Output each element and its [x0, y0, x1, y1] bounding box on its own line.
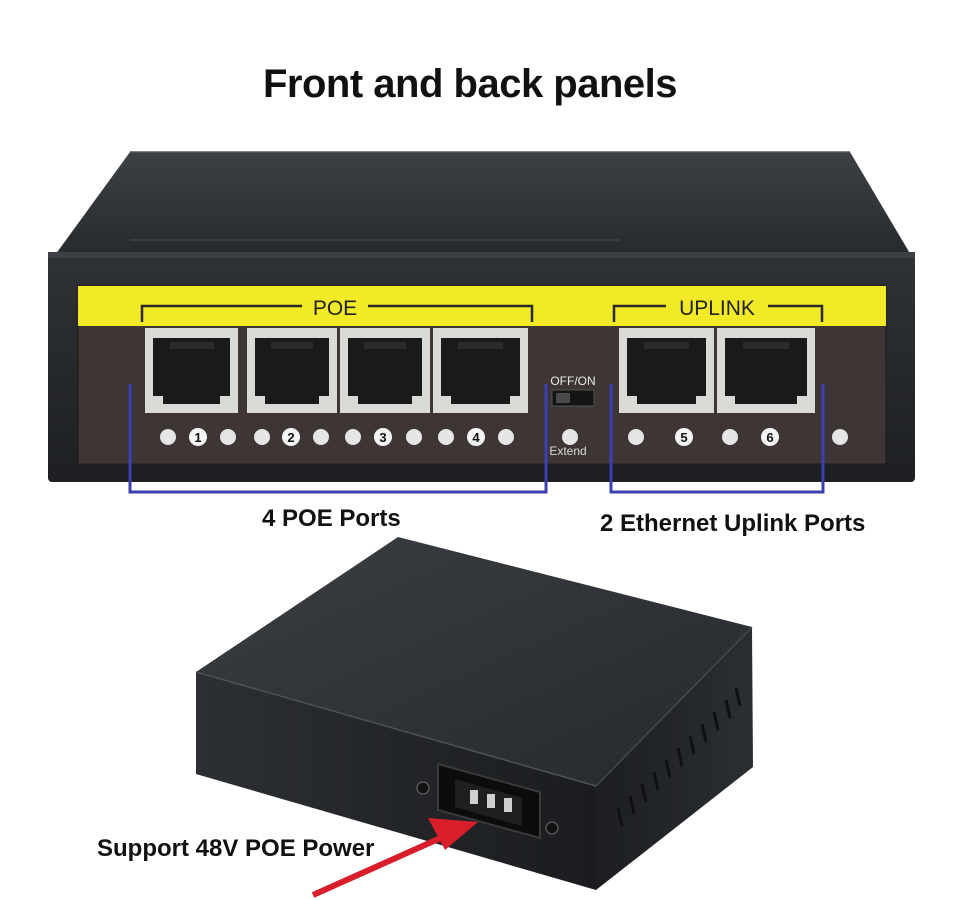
svg-text:3: 3 — [379, 430, 386, 445]
rj45-port — [433, 328, 528, 413]
svg-text:1: 1 — [194, 430, 201, 445]
port-number-badge: 1 — [189, 428, 207, 446]
svg-text:2: 2 — [287, 430, 294, 445]
rj45-port — [340, 328, 430, 413]
extend-label: Extend — [549, 444, 586, 458]
port-number-badge: 3 — [374, 428, 392, 446]
port-number-badge: 4 — [467, 428, 485, 446]
arrow-icon — [311, 818, 478, 898]
power-caption: Support 48V POE Power — [97, 835, 375, 862]
status-led-row — [160, 429, 848, 445]
page-title: Front and back panels — [262, 62, 678, 106]
rj45-port — [717, 328, 815, 413]
rj45-port — [247, 328, 337, 413]
screw — [416, 781, 430, 795]
svg-text:4: 4 — [472, 430, 480, 445]
rj45-port — [619, 328, 714, 413]
port-number-badge: 2 — [282, 428, 300, 446]
poe-ports-bracket — [128, 384, 548, 494]
switch-label: OFF/ON — [550, 374, 595, 388]
vent-slots — [616, 687, 742, 827]
svg-text:5: 5 — [680, 430, 687, 445]
svg-text:6: 6 — [766, 430, 773, 445]
uplink-ports-caption: 2 Ethernet Uplink Ports — [600, 510, 866, 537]
screw — [545, 821, 559, 835]
back-switch-unit — [195, 537, 753, 890]
power-inlet — [437, 762, 541, 840]
port-number-badge: 6 — [761, 428, 779, 446]
uplink-group-label: UPLINK — [679, 297, 755, 320]
port-number-badge: 5 — [675, 428, 693, 446]
poe-group-label: POE — [313, 297, 357, 320]
rj45-port — [145, 328, 238, 413]
uplink-ports-bracket — [609, 384, 825, 494]
poe-ports-caption: 4 POE Ports — [262, 505, 401, 532]
front-switch-unit: POE UPLINK — [48, 151, 915, 482]
